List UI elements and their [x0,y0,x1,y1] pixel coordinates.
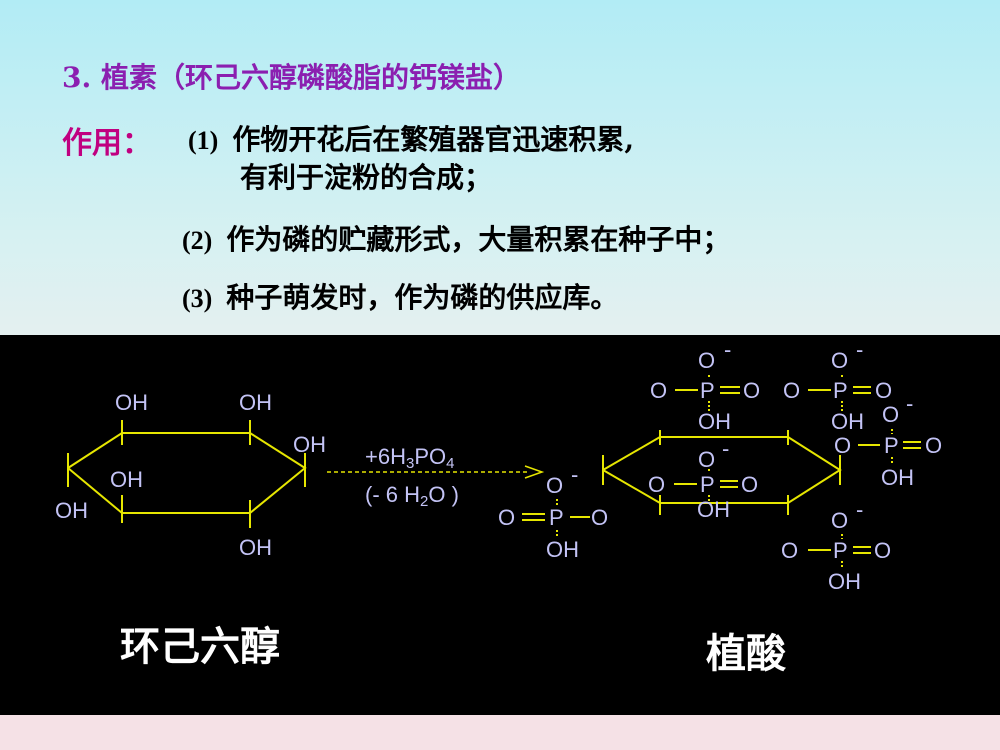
item-2: (2) 作为磷的贮藏形式，大量积累在种子中； [182,218,730,258]
o-label: O [925,433,942,458]
oh-label: OH [881,465,914,490]
item-1-text: 作物开花后在繁殖器官迅速积累, [232,123,635,156]
o-label: O [875,378,892,403]
byproduct-label: (- 6 H2O ) [365,482,459,510]
o-label: O [874,538,891,563]
o-label: O [648,472,665,497]
arrow-head [524,465,545,479]
oh-label: OH [698,409,731,434]
o-label: O [831,508,848,533]
oh-label: OH [115,390,148,415]
p-label: P [833,538,848,563]
charge-minus: - [906,391,913,416]
slide-title: 3. 植素（环己六醇磷酸脂的钙镁盐） [62,61,521,94]
o-label: O [698,447,715,472]
item-3-text: 种子萌发时，作为磷的供应库。 [226,281,619,314]
o-label: O [783,378,800,403]
oh-label: OH [110,467,143,492]
p-label: P [549,505,564,530]
upper-text-panel [0,0,1000,335]
p-label: P [700,472,715,497]
charge-minus: - [571,462,578,487]
o-label: O [650,378,667,403]
p-label: P [884,433,899,458]
o-label: O [743,378,760,403]
byproduct-suffix: O ) [428,482,459,507]
phytic-acid-structure [522,375,921,569]
o-label: O [546,473,563,498]
inositol-labels: OH OH OH OH OH OH [55,390,326,560]
function-label: 作用： [62,126,152,161]
inositol-structure [67,420,307,528]
charge-minus: - [722,436,729,461]
reagent-subscript-4: 4 [446,455,454,472]
footer-band [0,715,1000,750]
reagent-label: +6H3PO4 [365,444,454,472]
phytic-acid-name: 植酸 [706,630,787,677]
oh-label: OH [831,409,864,434]
item-1-continued: 有利于淀粉的合成； [240,156,492,196]
o-label: O [834,433,851,458]
diagram-panel [0,335,1000,715]
oh-label: OH [697,497,730,522]
o-label: O [698,348,715,373]
o-label: O [498,505,515,530]
item-2-number: (2) [182,226,213,255]
reagent-subscript-3: 3 [406,455,414,472]
o-label: O [781,538,798,563]
reagent-prefix: +6H [365,444,406,469]
item-3: (3) 种子萌发时，作为磷的供应库。 [182,276,618,316]
o-label: O [591,505,608,530]
inositol-name: 环己六醇 [120,623,280,670]
item-2-text: 作为磷的贮藏形式，大量积累在种子中； [226,223,731,256]
reagent-mid: PO [414,444,446,469]
p-label: P [833,378,848,403]
oh-label: OH [293,432,326,457]
charge-minus: - [856,497,863,522]
reaction-diagram: OH OH OH OH OH OH +6H3PO4 (- 6 H2O ) [55,337,942,677]
oh-label: OH [55,498,88,523]
byproduct-subscript: 2 [420,493,428,510]
charge-minus: - [856,337,863,362]
reaction-arrow-group: +6H3PO4 (- 6 H2O ) [327,444,545,510]
byproduct-prefix: (- 6 H [365,482,420,507]
oh-label: OH [239,390,272,415]
oh-label: OH [546,537,579,562]
phytic-acid-labels: O - O P O OH O - O P O OH O - O P O OH O… [498,337,942,594]
item-1-text-continued: 有利于淀粉的合成； [240,161,493,194]
o-label: O [882,402,899,427]
charge-minus: - [724,337,731,362]
oh-label: OH [828,569,861,594]
item-1: (1) 作物开花后在繁殖器官迅速积累, [188,118,634,158]
item-3-number: (3) [182,284,213,313]
p-label: P [700,378,715,403]
oh-label: OH [239,535,272,560]
o-label: O [741,472,758,497]
item-1-number: (1) [188,126,219,155]
inositol-ring [67,432,307,514]
o-label: O [831,348,848,373]
